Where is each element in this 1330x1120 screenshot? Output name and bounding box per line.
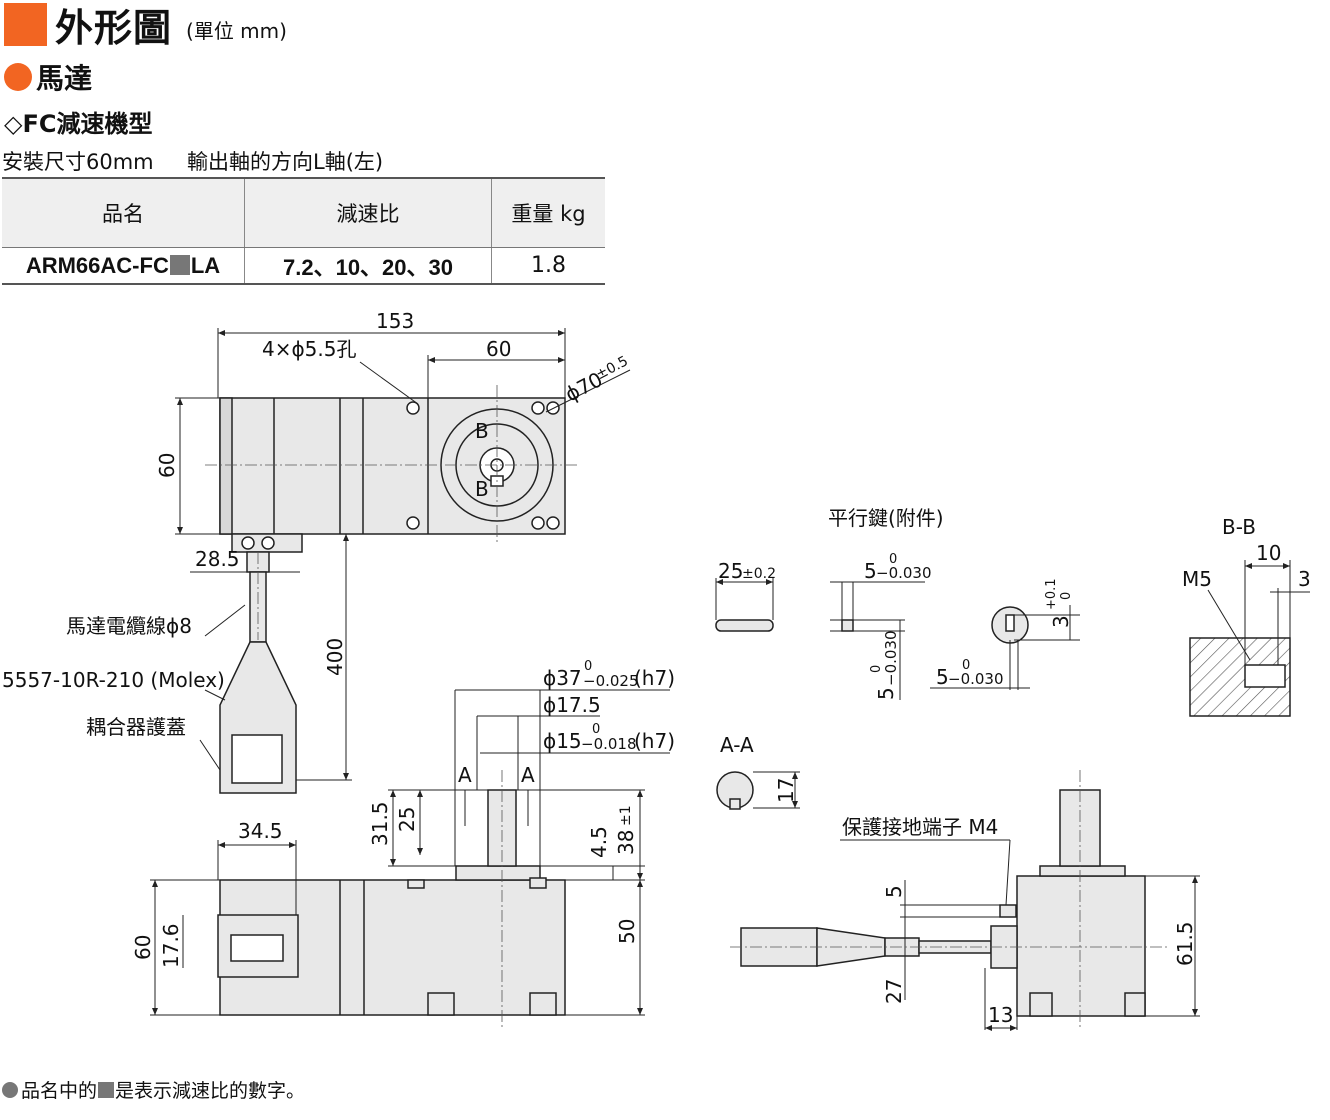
dim-31-5: 31.5 [368,801,392,846]
dim-phi17-5: ϕ17.5 [543,693,601,717]
section-b-bottom: B [475,477,489,501]
spec-mount: 安裝尺寸60mm [2,150,154,174]
key-title: 平行鍵(附件) [828,506,944,530]
footnote-after: 是表示減速比的數字。 [115,1080,306,1102]
dim-phi15-up: 0 [592,722,600,737]
dim-61-5: 61.5 [1173,921,1197,966]
label-molex: 5557-10R-210 (Molex) [2,668,225,692]
dim-60-top: 60 [486,337,511,361]
section-heading: 馬達 [4,57,92,97]
dim-17-6: 17.6 [159,923,183,968]
dim-key-5c-up: 0 [962,658,970,673]
grey-dot-icon [2,1081,18,1098]
label-cover: 耦合器護蓋 [86,715,186,739]
dim-153: 153 [376,309,414,333]
dim-key-5c-tol: −0.030 [948,670,1004,688]
dim-38-tol: ±1 [618,805,634,826]
placeholder-square-icon [169,254,190,275]
footnote-before: 品名中的 [21,1080,98,1102]
dim-bb-m5: M5 [1182,567,1212,591]
dim-phi15: ϕ15 [543,729,582,753]
dim-key-25: 25 [718,559,743,583]
dim-60-left: 60 [155,453,179,478]
dim-key-25-tol: ±0.2 [742,566,776,582]
dim-50: 50 [615,919,639,944]
dim-38: 38 [614,830,638,855]
dim-key-3-low: 0 [1059,592,1074,600]
cell-weight: 1.8 [491,247,605,285]
section-a-right: A [521,763,535,787]
header-ratio: 減速比 [244,177,492,248]
spec-output: 輸出軸的方向L軸(左) [187,150,384,174]
label-cable: 馬達電纜線ϕ8 [66,614,192,638]
dim-key-5b-tol: −0.030 [882,630,900,686]
dim-phi37: ϕ37 [543,666,582,690]
dim-phi37-fit: (h7) [634,666,675,690]
page-title: 外形圖 [55,5,173,50]
dim-34-5: 34.5 [238,819,283,843]
dim-side-27: 27 [882,979,906,1004]
dim-side-13: 13 [988,1003,1013,1027]
spec-line: 安裝尺寸60mm 輸出軸的方向L軸(左) [2,146,383,176]
dim-key-5a: 5 [864,559,877,583]
placeholder-square-icon [98,1081,115,1098]
dim-4-5: 4.5 [587,826,611,858]
dim-phi15-fit: (h7) [634,729,675,753]
cell-ratio: 7.2、10、20、30 [244,247,492,285]
section-title: 馬達 [36,62,93,95]
dim-400: 400 [323,638,347,676]
unit-label: (單位 mm) [186,18,287,43]
section-a-left: A [458,763,472,787]
dim-key-5a-tol: −0.030 [876,564,932,582]
section-b-top: B [475,419,489,443]
dimension-drawing: 153 4×ϕ5.5孔 60 ϕ70 ±0.5 60 B B 28.5 馬達電纜… [2,309,1311,1031]
header-weight: 重量 kg [491,177,605,248]
dim-key-3-tol: +0.1 [1044,578,1059,610]
label-ground: 保護接地端子 M4 [842,815,998,839]
section-bb-title: B-B [1222,515,1256,539]
header-name: 品名 [2,177,245,248]
dim-bb-3: 3 [1298,567,1311,591]
table-header-row: 品名 減速比 重量 kg [2,177,605,248]
section-aa-title: A-A [720,733,754,757]
dim-bb-10: 10 [1256,541,1281,565]
subsection-title: ◇FC減速機型 [4,110,153,138]
dim-key-3: 3 [1049,615,1073,628]
dim-key-5c: 5 [936,665,949,689]
dim-holes: 4×ϕ5.5孔 [262,337,356,361]
dim-side-5: 5 [882,885,906,898]
dim-phi37-up: 0 [584,659,592,674]
dim-key-5a-up: 0 [889,552,897,567]
orange-dot-icon [4,63,32,91]
dim-key-5b-up: 0 [869,665,884,673]
header: 外形圖 (單位 mm) [0,0,287,50]
dim-28-5: 28.5 [195,547,240,571]
orange-square-icon [4,2,47,46]
dim-phi15-tol: −0.018 [581,735,637,753]
dim-17: 17 [774,778,798,803]
footnote: 品名中的是表示減速比的數字。 [2,1076,305,1103]
dim-60-bottom: 60 [131,935,155,960]
dim-25: 25 [395,807,419,832]
dim-key-5b: 5 [874,687,898,700]
dim-phi37-tol: −0.025 [583,672,639,690]
